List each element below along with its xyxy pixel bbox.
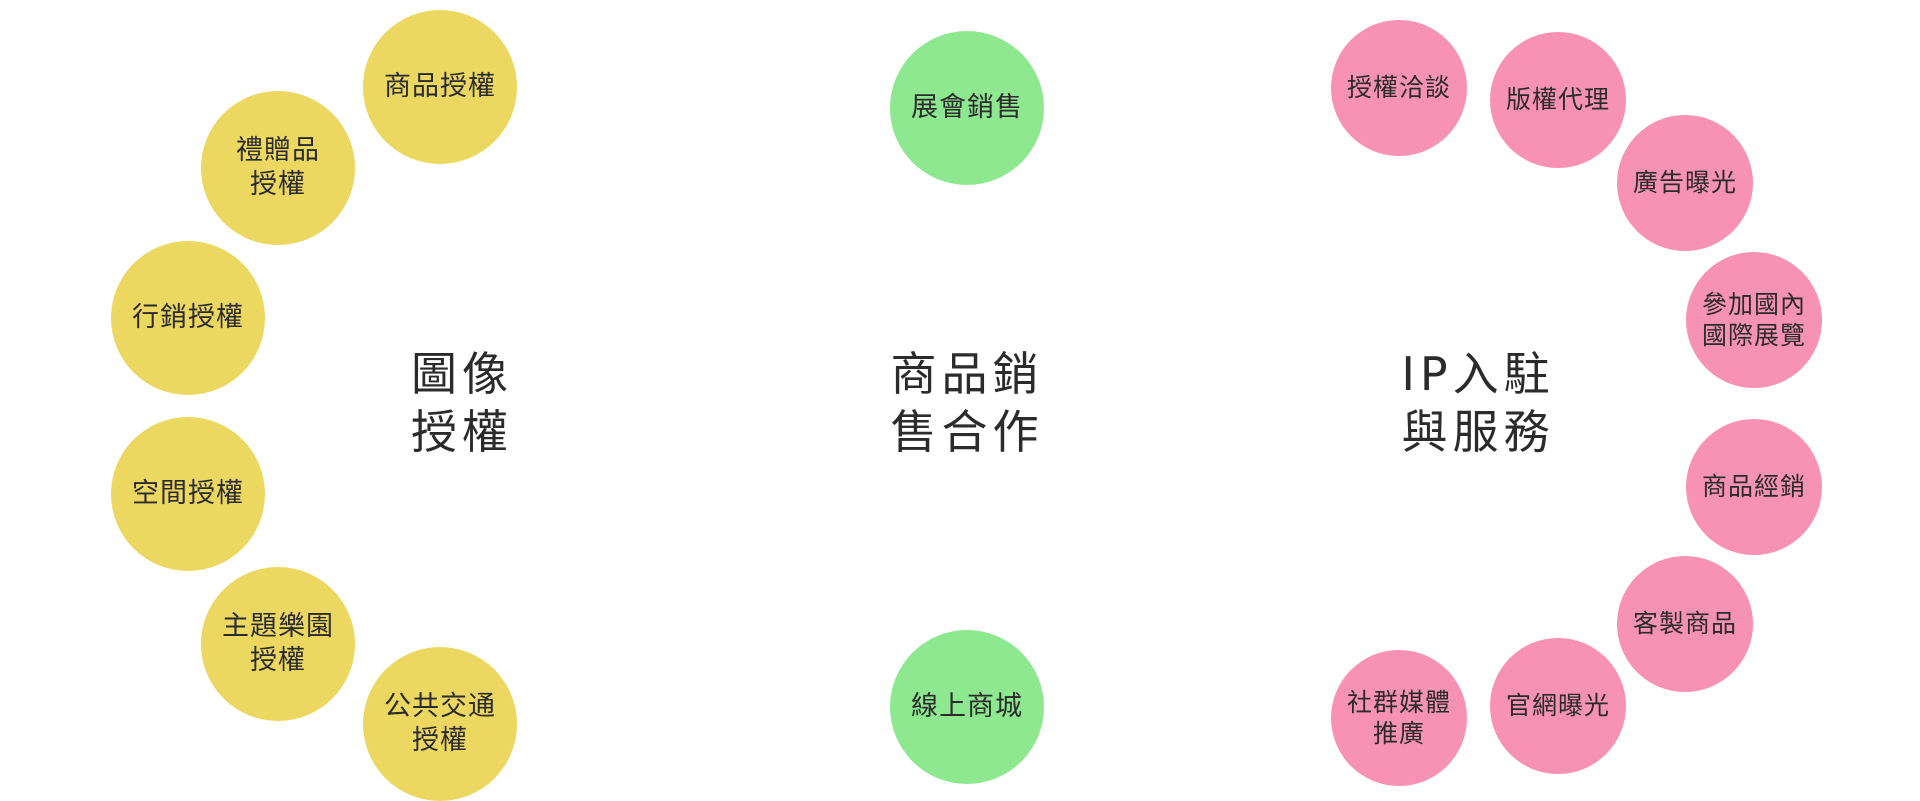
image-license-item-public-transport: 公共交通 授權 [363, 647, 517, 801]
image-license-item-marketing: 行銷授權 [111, 241, 265, 395]
ip-services-item-custom-products: 客製商品 [1617, 556, 1753, 692]
ip-services-item-negotiation: 授權洽談 [1331, 20, 1467, 156]
ip-services-item-distribution: 商品經銷 [1686, 419, 1822, 555]
ip-services-item-copyright-agency: 版權代理 [1490, 32, 1626, 168]
ip-services-item-website-exposure: 官網曝光 [1490, 638, 1626, 774]
product-sales-item-exhibition: 展會銷售 [890, 31, 1044, 185]
image-license-item-gift: 禮贈品 授權 [201, 91, 355, 245]
product-sales-title: 商品銷 售合作 [890, 347, 1044, 459]
image-license-title: 圖像 授權 [411, 347, 513, 459]
image-license-item-space: 空間授權 [111, 417, 265, 571]
ip-services-item-ad-exposure: 廣告曝光 [1617, 115, 1753, 251]
ip-services-title: IP入駐 與服務 [1401, 347, 1555, 459]
ip-services-item-exhibitions: 參加國內 國際展覽 [1686, 252, 1822, 388]
image-license-item-theme-park: 主題樂園 授權 [201, 567, 355, 721]
product-sales-item-online-mall: 線上商城 [890, 630, 1044, 784]
ip-services-item-social-media: 社群媒體 推廣 [1331, 650, 1467, 786]
image-license-item-product: 商品授權 [363, 10, 517, 164]
